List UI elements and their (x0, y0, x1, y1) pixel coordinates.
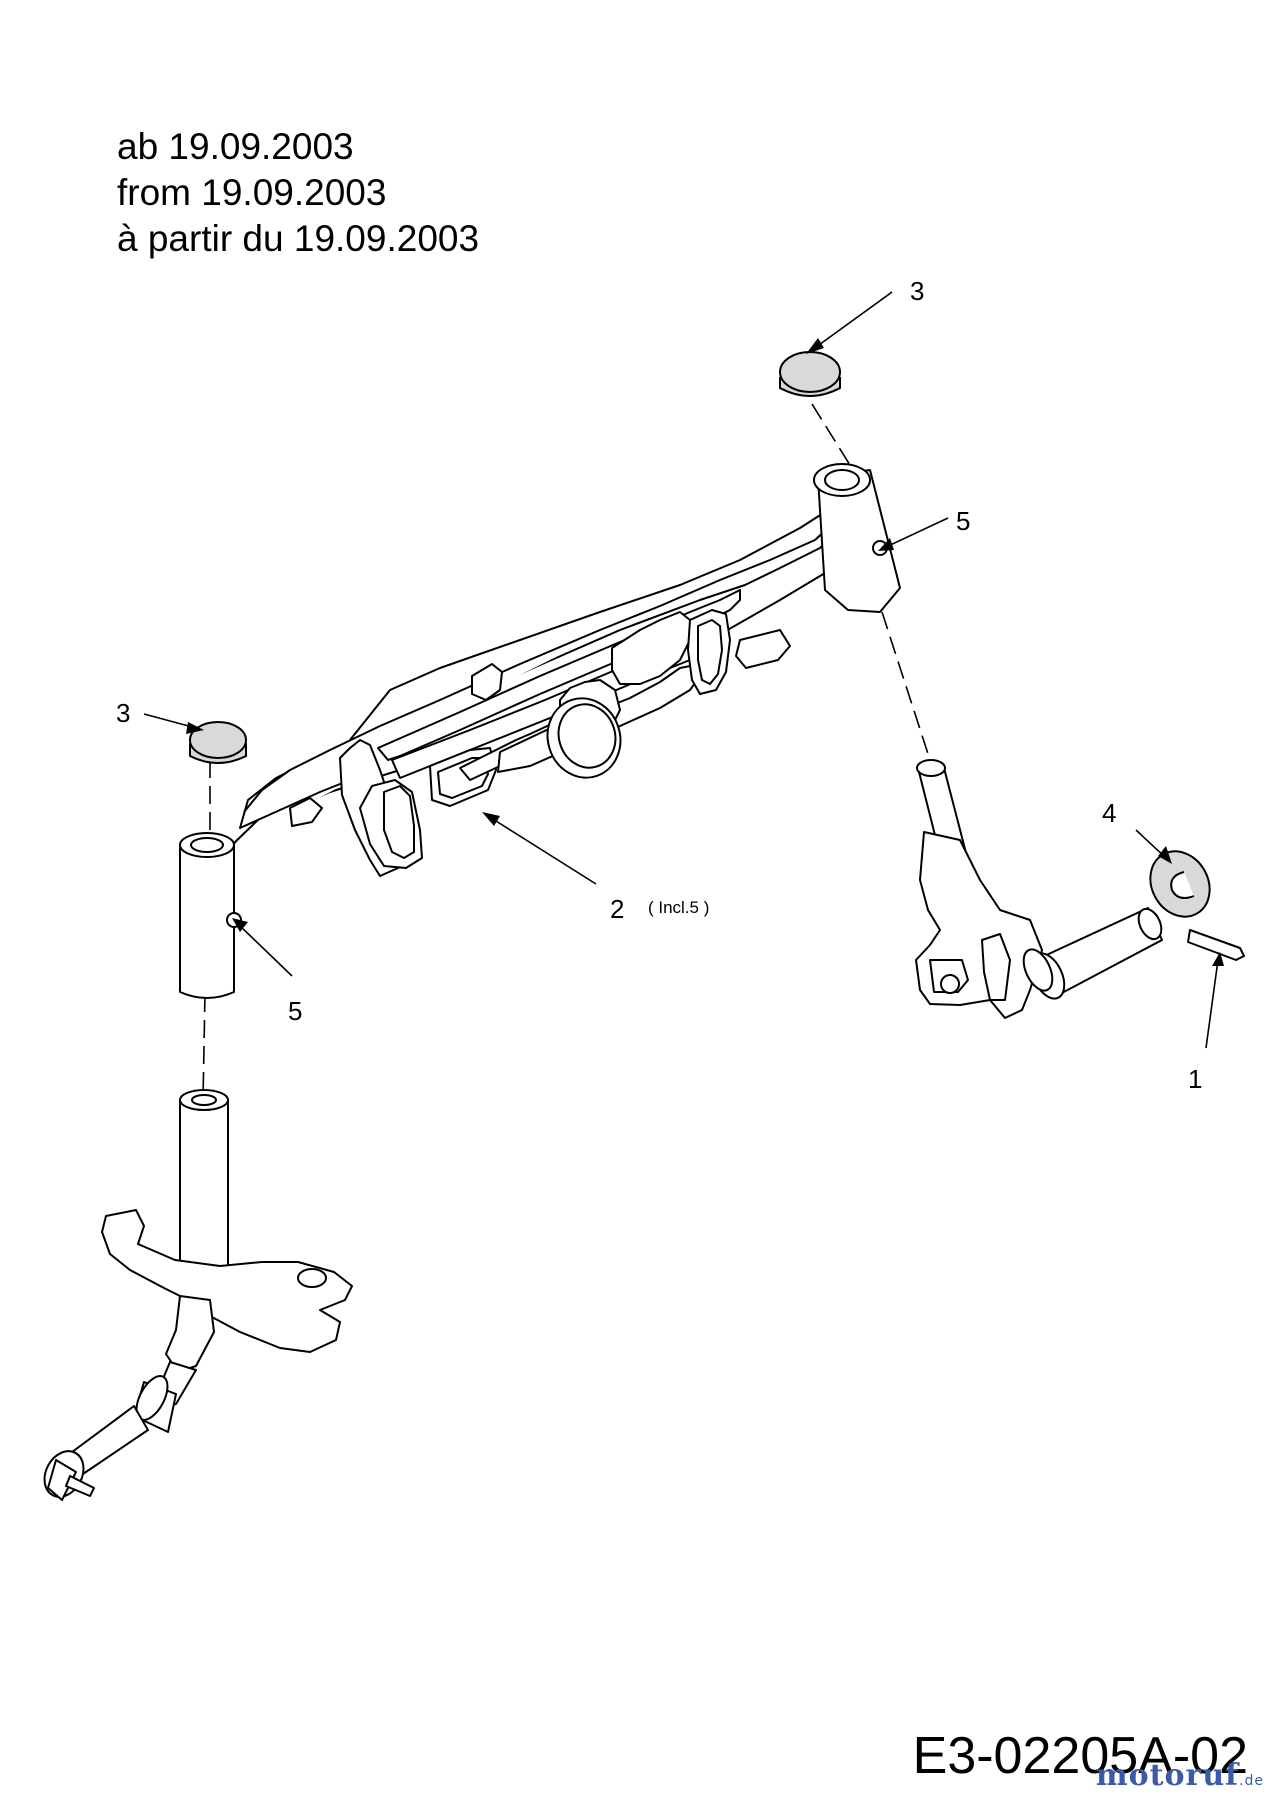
callout-4-washer: 4 (1102, 798, 1117, 828)
watermark-main: motoruf (1095, 1758, 1240, 1793)
right-spindle (915, 759, 1163, 1019)
left-dust-cap (189, 721, 247, 764)
callout-2-axle: 2 (610, 894, 625, 924)
callout-leaders (143, 291, 1224, 1049)
assembly-center-lines (202, 403, 931, 1101)
callout-3-left-dust-cap: 3 (116, 698, 131, 728)
right-cotter-pin (1187, 929, 1245, 961)
right-dust-cap (779, 351, 841, 397)
callout-5-left-bolt: 5 (288, 996, 303, 1026)
front-axle-beam (231, 507, 863, 877)
callout-2-includes-note: ( Incl.5 ) (648, 898, 710, 917)
callout-3-right-dust-cap: 3 (910, 276, 925, 306)
validity-line-de: ab 19.09.2003 (117, 126, 354, 167)
validity-line-en: from 19.09.2003 (117, 172, 387, 213)
callout-1-cotter-pin: 1 (1188, 1064, 1203, 1094)
left-spindle (43, 1089, 353, 1501)
drawing-number: E3-02205A-02 (912, 1727, 1248, 1785)
watermark-tld: .de (1239, 1773, 1264, 1789)
site-watermark-logo: motoruf.de (1096, 1761, 1264, 1796)
right-kingpin-tube (813, 463, 901, 613)
callout-5-right-bolt: 5 (956, 506, 971, 536)
left-kingpin-tube (179, 832, 242, 999)
validity-line-fr: à partir du 19.09.2003 (117, 218, 480, 259)
